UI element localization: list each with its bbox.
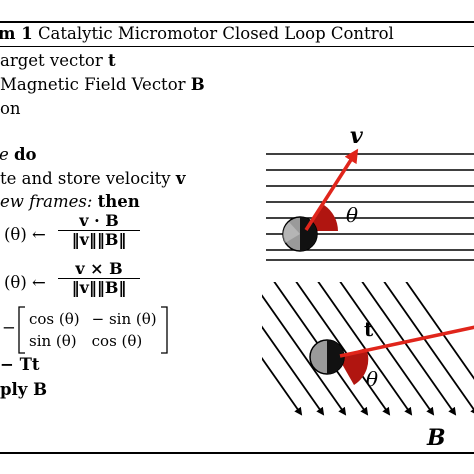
matrix-lhs: − <box>2 318 16 337</box>
line-target-text: arget vector <box>0 51 108 70</box>
line-on-text: on <box>0 99 21 118</box>
cos-numerator: v · B <box>79 211 119 230</box>
velocity-label: v <box>350 123 363 149</box>
algorithm-caption: Catalytic Micromotor Closed Loop Control <box>37 24 394 43</box>
field-arrow <box>273 282 369 416</box>
algorithm-title: m 1 Catalytic Micromotor Closed Loop Con… <box>0 24 394 44</box>
matrix-cell: cos (θ) <box>29 310 80 328</box>
line-field-text: Magnetic Field Vector <box>0 75 191 94</box>
field-arrow <box>262 325 325 416</box>
algorithm-number: m 1 <box>0 24 33 43</box>
field-arrow <box>262 294 347 416</box>
then-keyword: then <box>97 192 140 211</box>
line-apply: ply B <box>0 380 47 400</box>
top-field-lines <box>266 153 474 261</box>
bottom-theta-wedge <box>338 348 369 385</box>
field-arrow <box>339 282 435 416</box>
bottom-micromotor <box>309 339 345 375</box>
field-arrow <box>317 282 413 416</box>
line-velocity: te and store velocity v <box>0 169 185 189</box>
rotation-matrix: cos (θ) − sin (θ) sin (θ) cos (θ) <box>23 308 163 352</box>
do-keyword: do <box>14 145 37 164</box>
line-tt: − Tt <box>0 355 40 374</box>
field-arrow <box>405 282 474 380</box>
bottom-theta-label: θ <box>366 367 379 391</box>
top-rule <box>0 21 474 23</box>
sin-numerator: v × B <box>75 259 123 278</box>
matrix-row: sin (θ) cos (θ) <box>23 330 163 352</box>
line-frames: ew frames: then <box>0 192 140 212</box>
sin-fraction: v × B ‖v‖‖B‖ <box>58 260 140 297</box>
title-rule <box>0 46 474 47</box>
cos-denominator: ‖v‖‖B‖ <box>58 230 140 249</box>
bottom-field-lines <box>262 282 474 416</box>
line-do-prefix: e <box>0 145 15 164</box>
line-field: Magnetic Field Vector B <box>0 75 205 95</box>
line-velocity-text: te and store velocity <box>0 169 176 188</box>
field-arrow <box>361 282 457 416</box>
field-arrow <box>295 282 391 416</box>
line-on: on <box>0 99 21 119</box>
top-micromotor <box>282 216 318 252</box>
matrix-cell: − sin (θ) <box>91 310 157 328</box>
apply-field-text: ply B <box>0 380 48 399</box>
line-do: e do <box>0 145 37 165</box>
velocity-arrow <box>304 148 359 231</box>
cos-fraction: v · B ‖v‖‖B‖ <box>58 212 140 249</box>
matrix-cell: cos (θ) <box>91 332 143 350</box>
target-symbol: t <box>107 51 116 70</box>
sin-denominator: ‖v‖‖B‖ <box>58 278 140 297</box>
field-symbol: B <box>190 75 205 94</box>
matrix-cell: sin (θ) <box>29 332 77 350</box>
target-arrow <box>339 325 474 358</box>
line-target: arget vector t <box>0 51 116 71</box>
sin-lhs: (θ) ← <box>4 273 46 292</box>
cos-lhs: (θ) ← <box>4 225 46 244</box>
field-arrow <box>262 356 303 416</box>
matrix-row: cos (θ) − sin (θ) <box>23 308 163 330</box>
velocity-symbol: v <box>175 169 186 188</box>
field-label: B <box>427 425 446 451</box>
field-arrow <box>383 282 474 416</box>
bottom-rule <box>0 452 474 454</box>
target-label: t <box>364 317 374 341</box>
line-frames-text: ew frames: <box>0 192 93 211</box>
top-theta-label: θ <box>346 203 359 227</box>
